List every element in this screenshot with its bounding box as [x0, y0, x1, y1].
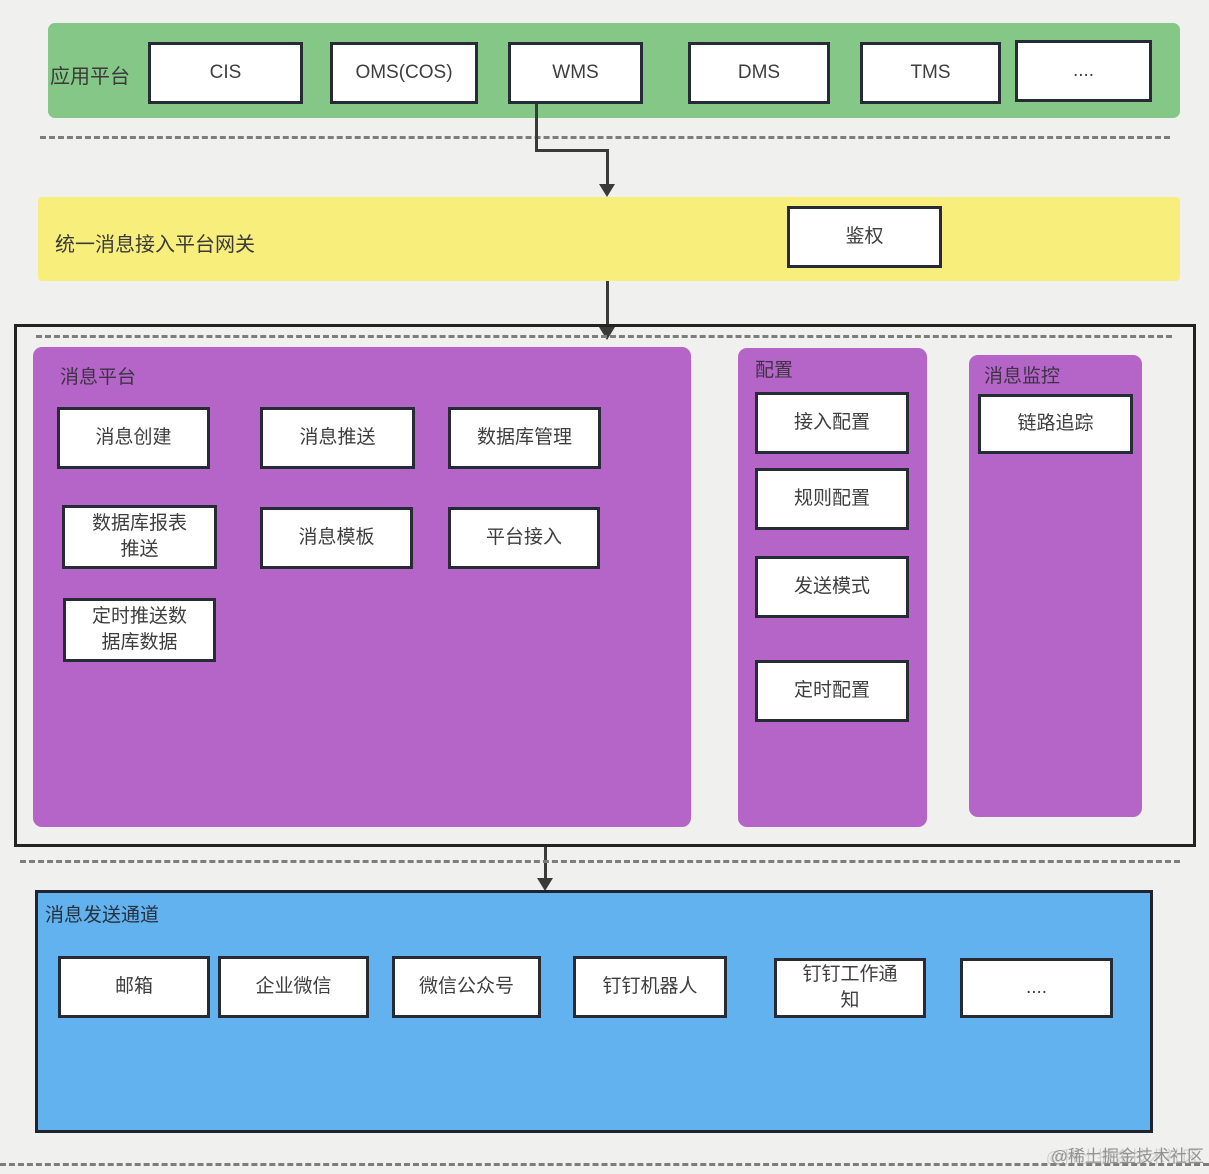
system-box-wms: WMS [508, 42, 643, 104]
arrow-wms-gateway-segment [535, 104, 538, 152]
system-box-cis: CIS [148, 42, 303, 104]
channel-box-dingtalk-bot: 钉钉机器人 [573, 956, 727, 1018]
gateway-band [38, 197, 1180, 281]
monitor-box-trace: 链路追踪 [978, 394, 1133, 454]
channels-title: 消息发送通道 [45, 905, 160, 926]
module-box-db-manage: 数据库管理 [448, 407, 601, 469]
platform-container [14, 324, 1196, 847]
system-box-dms: DMS [688, 42, 830, 104]
module-box-template: 消息模板 [260, 507, 413, 569]
separator-dashed-footer [0, 1163, 1209, 1166]
module-box-create: 消息创建 [57, 407, 210, 469]
config-box-access: 接入配置 [755, 392, 909, 454]
module-box-platform-access: 平台接入 [448, 507, 600, 569]
arrow-down-icon [599, 184, 615, 197]
config-box-schedule: 定时配置 [755, 660, 909, 722]
channel-box-more: .... [960, 958, 1113, 1018]
separator-dashed-bottom [20, 860, 1180, 863]
channel-box-wecom: 企业微信 [218, 956, 369, 1018]
config-box-rule: 规则配置 [755, 468, 909, 530]
app-platform-label: 应用平台 [50, 66, 130, 88]
gateway-label: 统一消息接入平台网关 [55, 234, 255, 256]
module-box-scheduled-push: 定时推送数 据库数据 [63, 598, 216, 662]
arrow-platform-channels-segment [544, 847, 547, 880]
auth-box: 鉴权 [787, 206, 942, 268]
monitor-panel-title: 消息监控 [984, 366, 1061, 387]
arrow-gateway-platform-segment [606, 281, 609, 329]
separator-dashed-inner [36, 335, 1172, 338]
arrow-wms-gateway-segment [535, 149, 609, 152]
system-box-more: .... [1015, 40, 1152, 102]
arrow-down-icon [537, 878, 553, 891]
system-box-oms: OMS(COS) [330, 42, 478, 104]
module-box-db-report-push: 数据库报表 推送 [62, 505, 217, 569]
watermark: @稀土掘金技术社区 [1050, 1147, 1204, 1166]
config-box-send-mode: 发送模式 [755, 556, 909, 618]
message-platform-title: 消息平台 [60, 367, 137, 388]
config-panel-title: 配置 [755, 360, 794, 381]
channel-box-email: 邮箱 [58, 956, 210, 1018]
module-box-push: 消息推送 [260, 407, 415, 469]
arrow-wms-gateway-segment [606, 149, 609, 185]
channel-box-wechat-official: 微信公众号 [392, 956, 541, 1018]
separator-dashed-top [40, 136, 1170, 139]
system-box-tms: TMS [860, 42, 1001, 104]
channel-box-dingtalk-work: 钉钉工作通 知 [774, 958, 926, 1018]
